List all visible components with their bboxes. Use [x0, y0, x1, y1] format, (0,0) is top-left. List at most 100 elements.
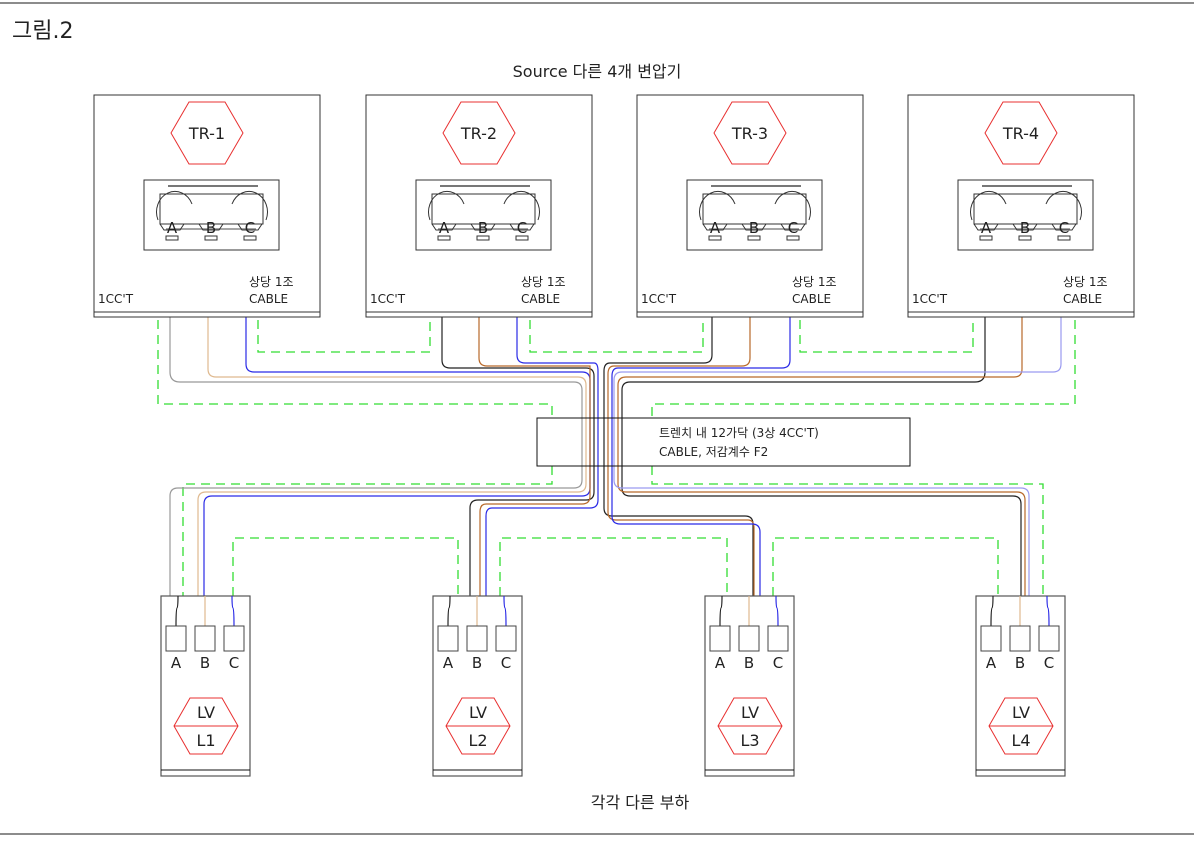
- load-name: L2: [468, 731, 487, 750]
- trench-note-line1: 트렌치 내 12가닥 (3상 4CC'T): [659, 426, 819, 440]
- load-phase-label-c: C: [1044, 654, 1054, 672]
- terminal-box: [686, 179, 823, 251]
- load-terminal: [466, 625, 488, 652]
- load-terminal: [980, 625, 1002, 652]
- load-phase-label-a: A: [986, 654, 997, 672]
- trench-note-box: [536, 417, 911, 467]
- ground-wire-dashed: [772, 537, 999, 596]
- load-phase-label-a: A: [715, 654, 726, 672]
- terminal-post: [243, 235, 257, 241]
- ground-wires: [157, 320, 1076, 596]
- phase-label-b: B: [1020, 219, 1030, 237]
- cable-label-line2: CABLE: [1063, 292, 1102, 306]
- cable-conductor: [603, 252, 754, 596]
- ground-wire-dashed: [182, 466, 553, 596]
- cable-label-line1: 상당 1조: [1063, 275, 1108, 289]
- top-caption: Source 다른 4개 변압기: [513, 62, 682, 81]
- terminal-lug: [509, 223, 535, 231]
- load-type: LV: [741, 703, 759, 722]
- phase-label-b: B: [749, 219, 759, 237]
- terminal-frame: [702, 193, 807, 225]
- load-phase-label-c: C: [229, 654, 239, 672]
- load-terminal: [165, 625, 187, 652]
- ground-wire-dashed: [257, 320, 431, 353]
- cable-conductor: [607, 252, 755, 596]
- ground-wire-dashed: [499, 537, 728, 596]
- load-terminal: [709, 625, 731, 652]
- load-type: LV: [469, 703, 487, 722]
- load-terminal: [738, 625, 760, 652]
- terminal-lug: [702, 223, 728, 231]
- terminal-post: [437, 235, 451, 241]
- bushing-outline: [970, 191, 1082, 221]
- terminal-post: [515, 235, 529, 241]
- terminal-frame: [973, 193, 1078, 225]
- load-phase-label-b: B: [472, 654, 482, 672]
- load-type: LV: [197, 703, 215, 722]
- transformer-name: TR-4: [1002, 124, 1039, 143]
- panel-frame: [636, 94, 864, 318]
- phase-label-a: A: [167, 219, 178, 237]
- cable-label-line1: 상당 1조: [792, 275, 837, 289]
- load-name: L1: [196, 731, 215, 750]
- load-terminal: [1009, 625, 1031, 652]
- panel-frame: [93, 94, 321, 318]
- figure-label: 그림.2: [12, 19, 73, 44]
- terminal-frame: [159, 193, 264, 225]
- cable-conductor: [611, 252, 791, 596]
- load-phase-label-c: C: [501, 654, 511, 672]
- phase-label-c: C: [517, 219, 527, 237]
- trench-note: 트렌치 내 12가닥 (3상 4CC'T) CABLE, 저감계수 F2: [536, 417, 911, 467]
- terminal-post: [476, 235, 490, 241]
- cable-conductor: [617, 252, 1026, 596]
- load-phase-label-a: A: [443, 654, 454, 672]
- terminal-frame: [431, 193, 536, 225]
- load-feeder: [719, 595, 723, 627]
- trench-note-line2: CABLE, 저감계수 F2: [659, 445, 768, 459]
- terminal-lug: [470, 223, 496, 231]
- load-phase-label-b: B: [744, 654, 754, 672]
- cable-conductor: [169, 252, 583, 596]
- ground-wire-dashed: [799, 320, 974, 353]
- ground-wire-dashed: [651, 466, 1044, 596]
- terminal-box: [415, 179, 552, 251]
- load-type: LV: [1012, 703, 1030, 722]
- terminal-box: [143, 179, 280, 251]
- load-feeder: [447, 595, 451, 627]
- terminal-lug: [1051, 223, 1077, 231]
- terminal-lug: [159, 223, 185, 231]
- bushing-outline: [699, 191, 811, 221]
- panel-frame: [907, 94, 1135, 318]
- terminal-lug: [237, 223, 263, 231]
- cable-routes: [169, 252, 1062, 596]
- transformer-hexagon: [442, 101, 516, 165]
- phase-label-b: B: [478, 219, 488, 237]
- terminal-post: [165, 235, 179, 241]
- load-name: L4: [1011, 731, 1030, 750]
- load-feeder: [990, 595, 994, 627]
- load-name: L3: [740, 731, 759, 750]
- load-phase-label-a: A: [171, 654, 182, 672]
- load-terminal: [194, 625, 216, 652]
- load-feeder: [1046, 595, 1050, 627]
- cable-label-line2: CABLE: [792, 292, 831, 306]
- bushing-outline: [428, 191, 540, 221]
- phase-label-a: A: [710, 219, 721, 237]
- transformer-name: TR-1: [188, 124, 225, 143]
- load-terminal: [495, 625, 517, 652]
- terminal-lug: [780, 223, 806, 231]
- cable-label-line1: 상당 1조: [249, 275, 294, 289]
- load-feeder: [503, 595, 507, 627]
- terminal-post: [1057, 235, 1071, 241]
- terminal-post: [204, 235, 218, 241]
- cable-label-line1: 상당 1조: [521, 275, 566, 289]
- terminal-lug: [198, 223, 224, 231]
- load-phase-label-c: C: [773, 654, 783, 672]
- phase-label-c: C: [788, 219, 798, 237]
